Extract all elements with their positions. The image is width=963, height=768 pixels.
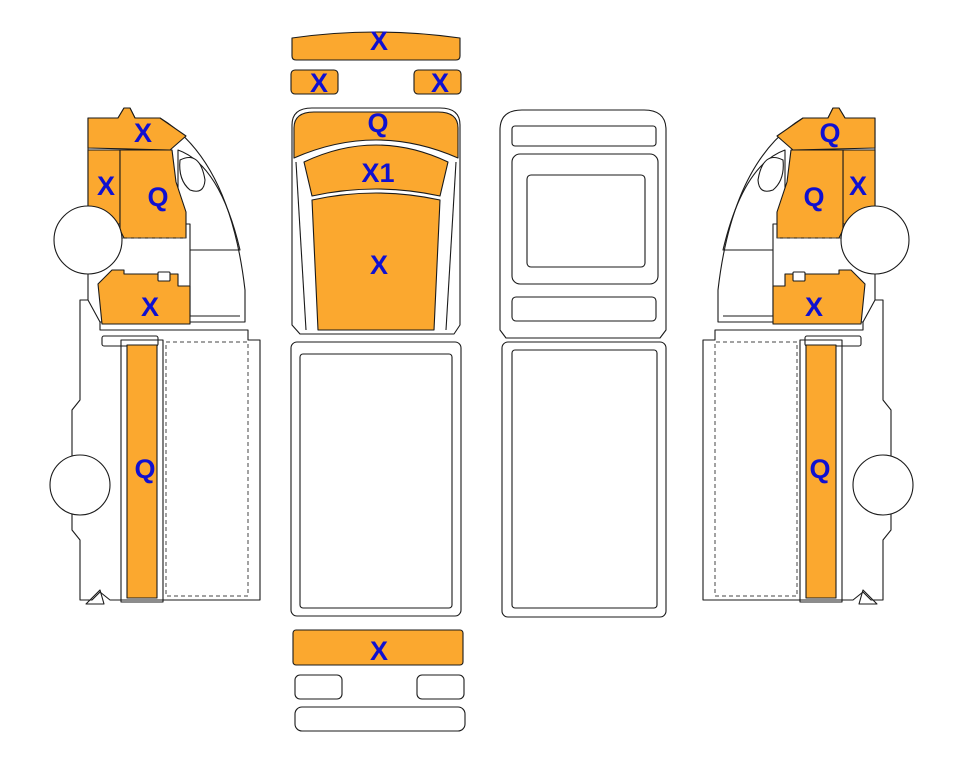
top-left-small-panel [290, 69, 339, 95]
left-cab-bottom-panel [97, 269, 191, 325]
cab-front-label: Q [367, 108, 388, 138]
top-left-small-label: X [310, 68, 328, 98]
top-right-small-label: X [431, 68, 449, 98]
cab-front-panel [293, 111, 459, 159]
roof-main-label: X [370, 250, 388, 280]
left-cab-top-panel [87, 107, 187, 151]
underside-front-bar [511, 125, 657, 147]
left-cab-bottom-label: X [141, 292, 159, 322]
right-cab-top-label: Q [819, 118, 840, 148]
right-cab-mirror [757, 156, 784, 192]
right-cab-side-label: X [849, 171, 867, 201]
cab-left-edge [295, 161, 307, 331]
right-box-side-label: Q [809, 454, 830, 484]
left-side-view: X X Q X Q [49, 107, 261, 605]
left-cab-mirror [179, 156, 206, 192]
left-cab-side-label: X [97, 171, 115, 201]
top-strip-label: X [370, 26, 388, 56]
top-view: X X X Q X1 X X [290, 26, 466, 732]
bottom-view [499, 109, 667, 618]
left-cab-handle [157, 271, 171, 282]
rear-right-pad [416, 674, 465, 700]
left-step [85, 589, 105, 605]
top-right-small-panel [413, 69, 462, 95]
left-box-side-frame [120, 339, 164, 603]
right-cab-handle [792, 271, 806, 282]
rear-strip-panel [292, 629, 464, 666]
right-cab-door-label: Q [803, 182, 824, 212]
top-strip-panel [291, 31, 461, 61]
roof-front-panel [303, 144, 449, 197]
right-side-view [702, 107, 914, 605]
rear-left-pad [294, 674, 343, 700]
underside-frame-inner [526, 174, 646, 268]
cab-right-edge [445, 161, 457, 331]
rear-strip-label: X [370, 636, 388, 666]
right-rear-wheel [852, 454, 914, 516]
right-box-side-panel [805, 344, 837, 599]
cargo-box-top-inner [299, 353, 453, 609]
left-box-side-label: Q [134, 454, 155, 484]
right-cab-bottom-label: X [805, 292, 823, 322]
rear-bar [294, 706, 466, 732]
left-front-wheel [53, 205, 123, 275]
left-cab-door-label: Q [147, 182, 168, 212]
roof-front-label: X1 [361, 158, 394, 188]
right-cab-top-panel [776, 107, 876, 151]
underside-rear-bar [511, 296, 657, 322]
left-rear-wheel [49, 454, 111, 516]
left-box-side-panel [126, 344, 158, 599]
right-side-labels: Q Q X X Q [803, 118, 867, 484]
right-box-side-frame [799, 339, 843, 603]
right-cab-bottom-panel [772, 269, 866, 325]
roof-main-panel [311, 192, 441, 331]
right-front-wheel [840, 205, 910, 275]
left-cab-top-label: X [134, 118, 152, 148]
underside-box-inner [511, 349, 658, 609]
right-step [858, 589, 878, 605]
